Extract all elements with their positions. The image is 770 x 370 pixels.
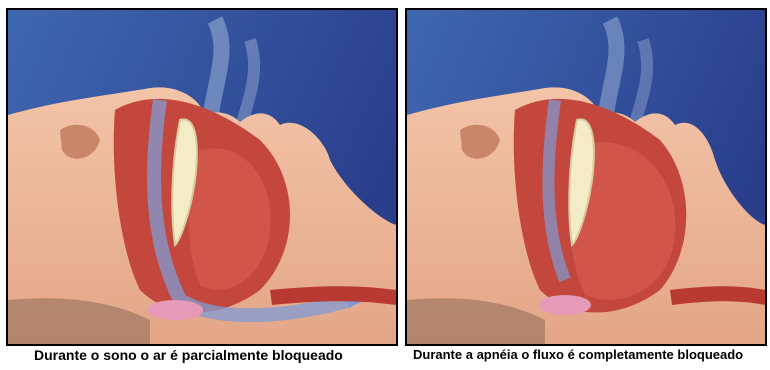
complete-obstruction-panel: Durante a apnéia o fluxo é completamente… [405, 0, 770, 370]
complete-obstruction-caption: Durante a apnéia o fluxo é completamente… [413, 347, 770, 362]
panel-frame [405, 8, 767, 346]
partial-obstruction-caption: Durante o sono o ar é parcialmente bloqu… [34, 347, 394, 363]
partial-obstruction-panel: Durante o sono o ar é parcialmente bloqu… [0, 0, 400, 370]
panel-frame [6, 8, 398, 346]
